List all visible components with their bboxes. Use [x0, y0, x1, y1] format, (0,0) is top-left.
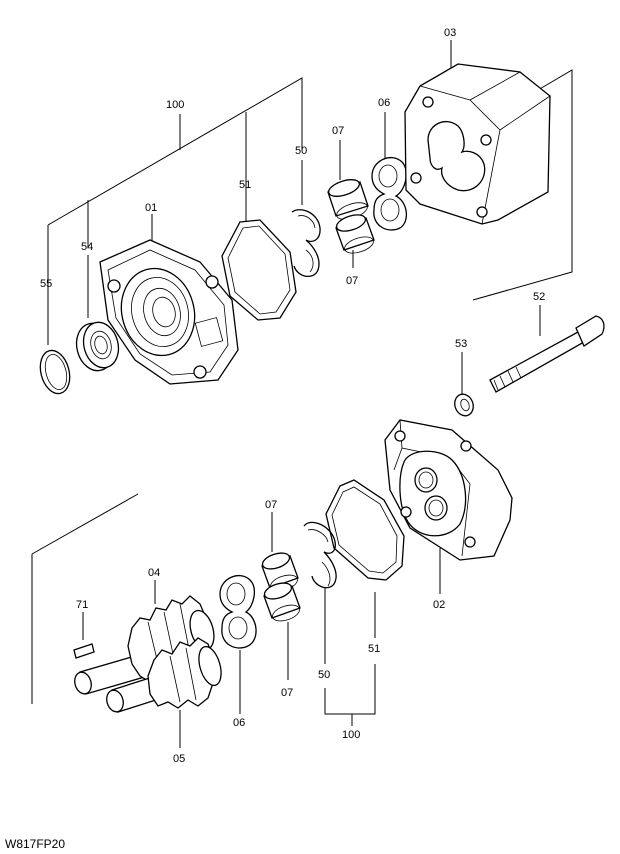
label-05-lower: 05	[173, 753, 185, 765]
label-07-lower-b: 07	[281, 687, 293, 699]
bushing-07-upper-a	[327, 179, 369, 220]
label-51-upper: 51	[239, 179, 251, 191]
side-plate-06-lower	[219, 575, 257, 649]
label-50-upper: 50	[295, 145, 307, 157]
bushing-07-upper-b	[335, 214, 375, 254]
label-07-upper-a: 07	[332, 125, 344, 137]
gear-housing-03	[404, 63, 551, 225]
backup-ring-50-lower	[303, 521, 337, 589]
upper-assembly-bracket	[47, 69, 573, 301]
front-housing-01	[99, 239, 239, 385]
label-100-lower: 100	[342, 729, 360, 741]
label-53: 53	[455, 338, 467, 350]
label-03-upper: 03	[444, 27, 456, 39]
label-71-lower: 71	[76, 599, 88, 611]
lower-leader-lines	[154, 512, 376, 748]
label-55-upper: 55	[40, 278, 52, 290]
side-plate-06-upper	[371, 157, 407, 231]
label-06-lower: 06	[233, 717, 245, 729]
gasket-51-upper	[221, 219, 297, 321]
key-71	[73, 612, 95, 659]
driven-gear-05	[106, 637, 222, 713]
label-50-lower: 50	[318, 669, 330, 681]
drawing-code: W817FP20	[5, 837, 65, 851]
label-51-lower: 51	[368, 643, 380, 655]
label-100-upper: 100	[166, 99, 184, 111]
bolt-52	[489, 305, 605, 393]
bushing-07-lower-b	[263, 582, 301, 622]
label-01-upper: 01	[145, 202, 157, 214]
snap-ring-55	[39, 349, 71, 395]
label-07-upper-b: 07	[346, 275, 358, 287]
label-02: 02	[433, 599, 445, 611]
label-06-upper: 06	[378, 97, 390, 109]
backup-ring-50-upper	[291, 209, 321, 277]
washer-53	[454, 352, 474, 417]
bushing-07-lower-a	[261, 552, 299, 592]
label-54-upper: 54	[81, 241, 93, 253]
oil-seal-54	[75, 321, 120, 372]
lower-assembly-bracket	[31, 493, 139, 704]
rear-housing-02	[384, 419, 513, 594]
upper-leader-lines	[47, 40, 452, 345]
label-04-lower: 04	[148, 567, 160, 579]
label-52: 52	[533, 291, 545, 303]
label-07-lower-a: 07	[265, 499, 277, 511]
